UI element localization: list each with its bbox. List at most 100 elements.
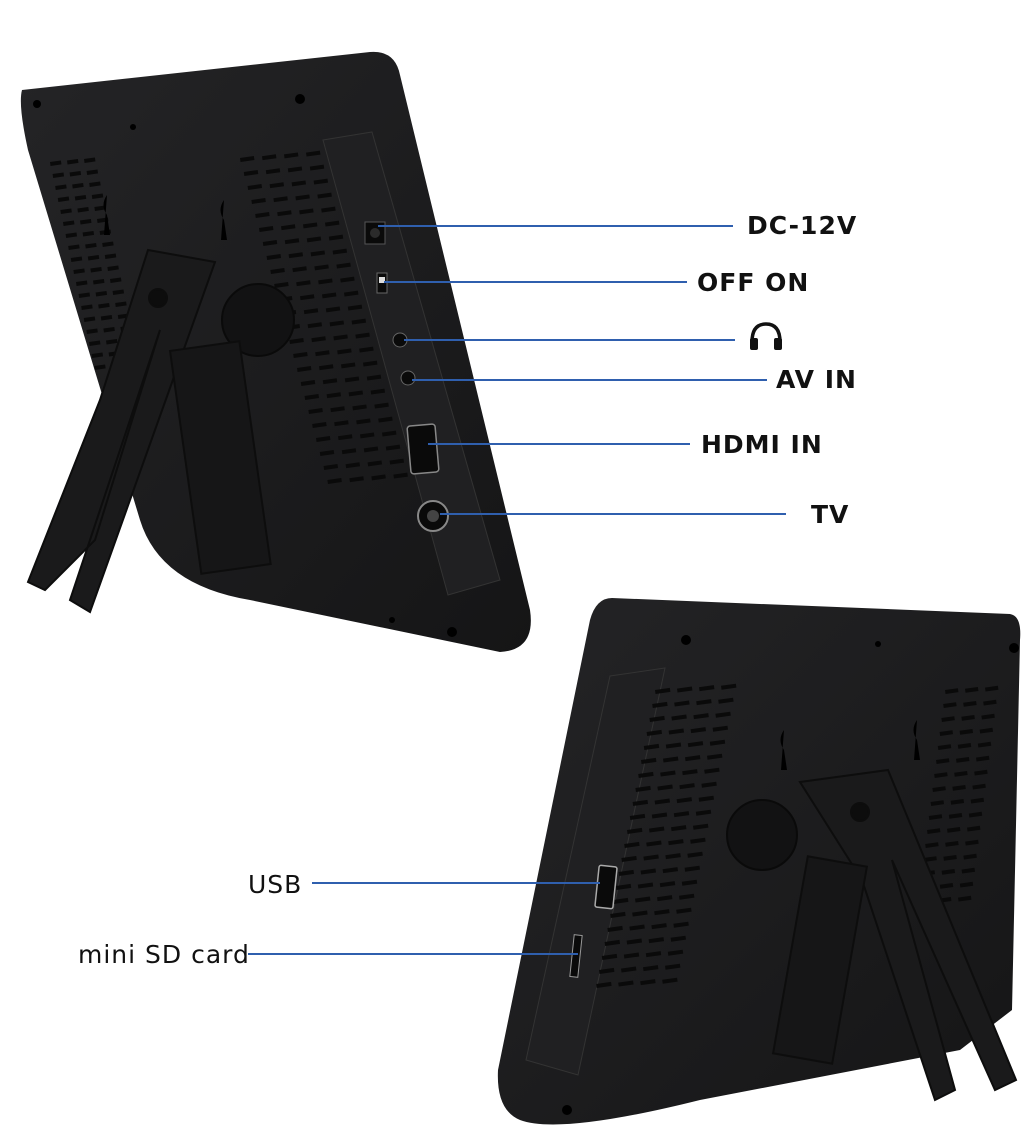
vent-slot <box>679 783 695 790</box>
vent-slot <box>306 236 322 243</box>
vent-slot <box>696 699 712 706</box>
vent-slot <box>84 157 96 163</box>
vent-slot <box>634 896 651 903</box>
vent-slot <box>637 882 654 889</box>
vent-slot <box>673 811 690 818</box>
vent-slot <box>303 308 319 315</box>
vent-slot <box>638 771 654 778</box>
vent-slot <box>328 234 344 241</box>
vent-slot <box>292 266 307 273</box>
vent-slot <box>307 322 323 329</box>
vent-slot <box>607 925 623 932</box>
label-mini-sd-card: mini SD card <box>78 940 250 969</box>
headphones-icon <box>750 322 782 350</box>
bottom-screw-hole <box>562 1105 572 1115</box>
vent-slot <box>621 966 637 973</box>
vent-slot <box>652 701 668 708</box>
bottom-device <box>497 598 1021 1125</box>
vent-slot <box>718 697 734 704</box>
vent-slot <box>601 953 618 960</box>
vent-slot <box>104 253 117 259</box>
top-screw-hole <box>33 100 41 108</box>
vent-slot <box>85 242 97 249</box>
vent-slot <box>334 420 349 427</box>
vent-slot <box>68 244 80 250</box>
vent-slot <box>599 967 615 974</box>
vent-slot <box>648 937 665 944</box>
vent-slot <box>319 364 334 371</box>
vent-slot <box>300 294 315 301</box>
vent-slot <box>344 376 360 383</box>
vent-slot <box>941 868 956 875</box>
vent-slot <box>662 867 679 874</box>
vent-slot <box>707 753 723 760</box>
vent-slot <box>115 301 127 307</box>
vent-slot <box>934 772 948 778</box>
vent-slot <box>671 825 687 832</box>
vent-slot <box>90 266 102 273</box>
vent-slot <box>961 867 976 874</box>
vent-slot <box>626 938 643 945</box>
vent-slot <box>70 256 83 262</box>
vent-slot <box>93 278 105 285</box>
vent-slot <box>86 169 99 175</box>
usb-port <box>594 864 618 910</box>
label-off-on: OFF ON <box>697 268 810 297</box>
bottom-device-side-panel <box>525 667 666 1076</box>
vent-slot <box>82 230 95 237</box>
vent-slot <box>274 282 289 288</box>
vent-slot <box>270 268 285 274</box>
top-vent-grille <box>49 150 408 484</box>
vent-slot <box>979 727 994 734</box>
bottom-keyhole-mount <box>780 730 787 770</box>
vent-slot <box>269 182 285 189</box>
top-keyhole-mount <box>103 195 110 235</box>
vent-slot <box>970 797 985 804</box>
label-dc-12v: DC-12V <box>747 211 858 240</box>
vent-slot <box>389 458 405 465</box>
vent-slot <box>293 352 308 358</box>
vent-slot <box>371 474 386 481</box>
vent-slot <box>684 865 701 872</box>
vent-slot <box>287 166 303 173</box>
bottom-screw-hole <box>1009 643 1019 653</box>
bottom-screw-hole <box>681 635 691 645</box>
vent-slot <box>963 853 977 860</box>
callout-lines <box>248 225 786 955</box>
vent-slot <box>296 366 312 372</box>
vent-slot <box>319 450 335 456</box>
vent-slot <box>94 205 106 211</box>
vent-slot <box>977 741 992 748</box>
vent-slot <box>654 798 671 805</box>
vent-slot <box>676 907 692 914</box>
vent-slot <box>660 770 676 777</box>
vent-slot <box>251 198 266 204</box>
vent-slot <box>937 744 952 750</box>
vent-slot <box>310 250 326 257</box>
vent-slot <box>109 277 122 283</box>
vent-slot <box>102 241 114 247</box>
vent-slot <box>651 923 667 930</box>
vent-slot <box>604 939 621 946</box>
vent-slot <box>281 224 296 231</box>
top-screw-hole <box>389 617 395 623</box>
vent-slot <box>262 240 278 246</box>
vent-slot <box>961 714 975 721</box>
vent-slot <box>91 352 104 358</box>
vent-slot <box>112 289 125 295</box>
vent-slot <box>668 728 685 735</box>
vent-slot <box>662 977 678 984</box>
vent-slot <box>673 921 689 928</box>
vent-slot <box>646 729 663 736</box>
vent-slot <box>965 839 979 846</box>
vent-slot <box>74 194 87 201</box>
vent-slot <box>73 268 85 274</box>
vent-slot <box>981 713 995 720</box>
top-device <box>20 51 531 652</box>
top-stand <box>26 248 272 614</box>
vent-slot <box>665 963 681 970</box>
bottom-speaker-grille <box>726 799 798 871</box>
vent-slot <box>356 418 371 425</box>
vent-slot <box>306 150 321 157</box>
vent-slot <box>643 743 660 750</box>
